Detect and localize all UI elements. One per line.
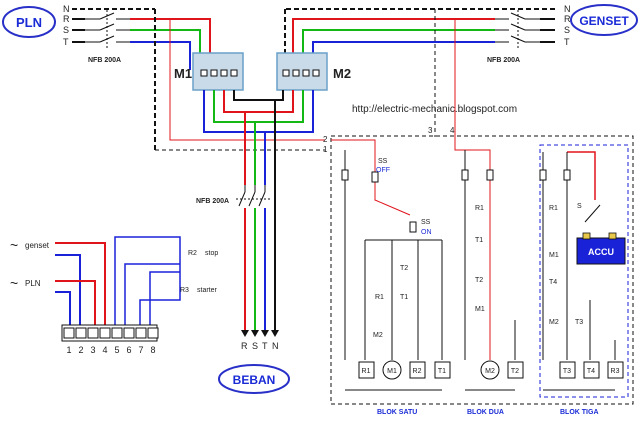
load-lines xyxy=(244,208,266,330)
left-phase-s: S xyxy=(63,25,69,35)
aux-wiring xyxy=(55,236,181,325)
load-terminal-n: N xyxy=(272,341,279,351)
blok-dua-wiring xyxy=(454,137,516,391)
right-phase-r: R xyxy=(564,14,571,24)
aux-starter-label: starter xyxy=(197,287,218,294)
load-terminal-r: R xyxy=(241,341,248,351)
blok-tiga-wiring xyxy=(539,151,616,391)
aux-stop-label: stop xyxy=(205,250,218,257)
bt-m1: M1 xyxy=(549,252,559,259)
terminal-3: 3 xyxy=(428,126,433,135)
beban-oval xyxy=(218,364,290,394)
bs-coil-r1: R1 xyxy=(362,368,371,375)
aux-terminal-1: 1 xyxy=(66,345,71,355)
right-phase-s: S xyxy=(564,25,570,35)
blok-tiga-frame xyxy=(539,144,629,398)
bt-coil-r3: R3 xyxy=(611,368,620,375)
terminal-2: 2 xyxy=(323,135,328,144)
m2-contacts xyxy=(282,69,320,77)
blok-dua-coils xyxy=(480,360,524,380)
bs-r1: R1 xyxy=(375,294,384,301)
aux-terminal-5: 5 xyxy=(114,345,119,355)
bt-r1: R1 xyxy=(549,205,558,212)
bd-coil-t2: T2 xyxy=(511,368,519,375)
ss-off-text: OFF xyxy=(376,167,390,174)
load-terminal-t: T xyxy=(262,341,268,351)
genset-label: GENSET xyxy=(579,14,629,28)
bs-m2: M2 xyxy=(373,332,383,339)
beban-label: BEBAN xyxy=(233,373,276,387)
genset-source-oval xyxy=(570,4,638,36)
bs-motor-m1: M1 xyxy=(387,368,397,375)
control-panel-frame xyxy=(330,135,634,405)
bd-r1: R1 xyxy=(475,205,484,212)
bt-t4: T4 xyxy=(549,279,557,286)
left-phase-t: T xyxy=(63,37,69,47)
bt-coil-t3: T3 xyxy=(563,368,571,375)
blog-url: http://electric-mechanic.blogspot.com xyxy=(352,104,517,115)
pln-label: PLN xyxy=(16,15,42,30)
m1-label: M1 xyxy=(174,66,192,81)
blok-dua-title: BLOK DUA xyxy=(467,409,504,416)
right-nfb-breaker xyxy=(495,10,540,48)
bd-t1: T1 xyxy=(475,237,483,244)
blok-tiga-title: BLOK TIGA xyxy=(560,409,599,416)
ss-off-label: SS xyxy=(378,158,388,165)
bd-motor-m2: M2 xyxy=(485,368,495,375)
aux-pln-label: PLN xyxy=(25,279,41,288)
blok-satu-coils xyxy=(358,360,451,380)
bd-m1: M1 xyxy=(475,306,485,313)
accu-label: ACCU xyxy=(588,247,614,257)
bs-coil-t1: T1 xyxy=(438,368,446,375)
aux-terminal-8: 8 xyxy=(150,345,155,355)
bt-s: S xyxy=(577,203,582,210)
aux-terminal-strip xyxy=(61,324,159,342)
aux-r3-label: R3 xyxy=(180,287,189,294)
center-nfb-label: NFB 200A xyxy=(196,198,229,205)
aux-r2-label: R2 xyxy=(188,250,197,257)
blok-satu-wiring xyxy=(331,139,443,391)
left-nfb-breaker xyxy=(85,10,130,48)
bs-t1: T1 xyxy=(400,294,408,301)
center-nfb-breaker xyxy=(236,185,270,207)
bt-coil-t4: T4 xyxy=(587,368,595,375)
ss-on-label: SS xyxy=(421,219,431,226)
aux-terminal-3: 3 xyxy=(90,345,95,355)
accu-terminal-pos xyxy=(582,232,591,240)
load-terminal-s: S xyxy=(252,341,258,351)
control-tap-red-left xyxy=(169,19,325,141)
aux-pln-tilde: ~ xyxy=(10,275,18,291)
right-nfb-label: NFB 200A xyxy=(487,57,520,64)
ss-on-text: ON xyxy=(421,229,432,236)
left-phase-r: R xyxy=(63,14,70,24)
accu-terminal-neg xyxy=(608,232,617,240)
bt-m2: M2 xyxy=(549,319,559,326)
bt-t3: T3 xyxy=(575,319,583,326)
terminal-4: 4 xyxy=(450,126,455,135)
aux-terminal-2: 2 xyxy=(78,345,83,355)
accu-battery xyxy=(576,237,626,265)
aux-terminal-7: 7 xyxy=(138,345,143,355)
terminal-1: 1 xyxy=(323,145,328,154)
left-phase-n: N xyxy=(63,4,70,14)
right-phase-n: N xyxy=(564,4,571,14)
aux-genset-tilde: ~ xyxy=(10,237,18,253)
m2-label: M2 xyxy=(333,66,351,81)
load-arrows xyxy=(241,330,279,337)
bs-coil-r2: R2 xyxy=(413,368,422,375)
blok-tiga-coils xyxy=(559,361,624,379)
aux-genset-label: genset xyxy=(25,241,50,250)
m1-contacts xyxy=(200,69,238,77)
left-nfb-label: NFB 200A xyxy=(88,57,121,64)
aux-terminal-4: 4 xyxy=(102,345,107,355)
blok-satu-title: BLOK SATU xyxy=(377,409,417,416)
bd-t2: T2 xyxy=(475,277,483,284)
right-phase-t: T xyxy=(564,37,570,47)
bs-t2: T2 xyxy=(400,265,408,272)
pln-source-oval xyxy=(2,6,56,38)
aux-terminal-6: 6 xyxy=(126,345,131,355)
contactor-output-lines xyxy=(203,90,314,330)
